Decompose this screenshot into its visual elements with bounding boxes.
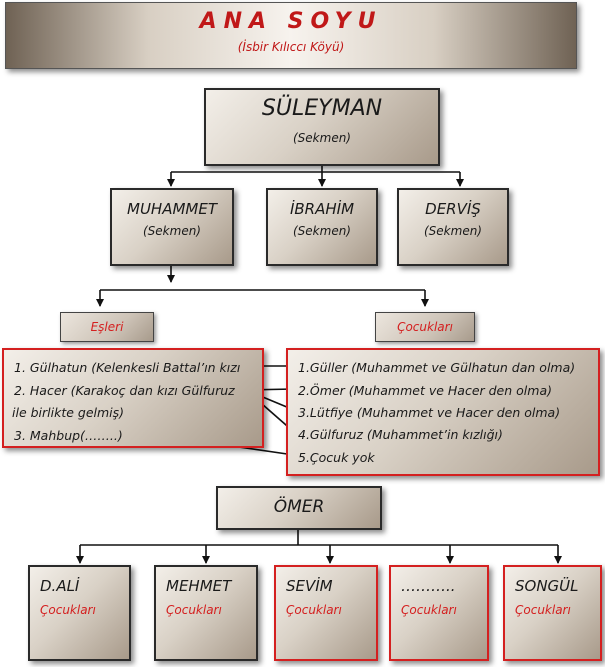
child-item: 1.Güller (Muhammet ve Gülhatun dan olma) — [298, 360, 576, 375]
son-nick: (Sekmen) — [143, 224, 201, 238]
grandchild-node-unknown: ……….. Çocukları — [389, 565, 489, 661]
spouses-tag: Eşleri — [60, 312, 154, 342]
son-nick: (Sekmen) — [293, 224, 351, 238]
child-item: 5.Çocuk yok — [298, 450, 375, 465]
spouse-item-continued: ile birlikte gelmiş) — [12, 405, 125, 420]
omer-node: ÖMER — [216, 486, 382, 530]
grandchild-label: Çocukları — [40, 603, 96, 617]
omer-name: ÖMER — [273, 497, 325, 517]
grandchild-label: Çocukları — [401, 603, 457, 617]
page-title: ANA SOYU — [199, 9, 383, 34]
son-name: DERVİŞ — [425, 200, 481, 218]
son-nick: (Sekmen) — [424, 224, 482, 238]
spouse-item: 1. Gülhatun (Kelenkesli Battal’ın kızı — [14, 360, 241, 375]
grandchild-node-songul: SONGÜL Çocukları — [503, 565, 602, 661]
grandchild-name: MEHMET — [166, 577, 232, 595]
page-subtitle: (İsbir Kılıccı Köyü) — [237, 40, 345, 54]
root-name: SÜLEYMAN — [261, 96, 383, 121]
son-name: İBRAHİM — [289, 200, 355, 218]
spouse-item: 2. Hacer (Karakoç dan kızı Gülfuruz — [14, 383, 235, 398]
children-list: 1.Güller (Muhammet ve Gülhatun dan olma)… — [286, 348, 600, 476]
grandchild-name: SEVİM — [286, 577, 333, 595]
spouses-list: 1. Gülhatun (Kelenkesli Battal’ın kızı 2… — [2, 348, 264, 448]
root-nick: (Sekmen) — [293, 131, 351, 145]
grandchild-label: Çocukları — [166, 603, 222, 617]
grandchild-node-sevim: SEVİM Çocukları — [274, 565, 378, 661]
grandchild-name: ……….. — [401, 577, 456, 595]
child-item: 4.Gülfuruz (Muhammet’in kızlığı) — [298, 427, 503, 442]
grandchild-label: Çocukları — [286, 603, 342, 617]
child-item: 3.Lütfiye (Muhammet ve Hacer den olma) — [298, 405, 561, 420]
spouse-item: 3. Mahbup(……..) — [14, 428, 123, 443]
grandchild-label: Çocukları — [515, 603, 571, 617]
son-node-dervis: DERVİŞ (Sekmen) — [397, 188, 509, 266]
children-tag: Çocukları — [375, 312, 475, 342]
grandchild-node-mehmet: MEHMET Çocukları — [154, 565, 258, 661]
son-name: MUHAMMET — [127, 200, 217, 218]
grandchild-node-dali: D.ALİ Çocukları — [28, 565, 131, 661]
grandchild-name: D.ALİ — [40, 577, 80, 595]
son-node-ibrahim: İBRAHİM (Sekmen) — [266, 188, 378, 266]
title-banner: ANA SOYU (İsbir Kılıccı Köyü) — [5, 2, 577, 69]
grandchild-name: SONGÜL — [515, 577, 579, 595]
son-node-muhammet: MUHAMMET (Sekmen) — [110, 188, 234, 266]
root-node: SÜLEYMAN (Sekmen) — [204, 88, 440, 166]
child-item: 2.Ömer (Muhammet ve Hacer den olma) — [298, 383, 552, 398]
